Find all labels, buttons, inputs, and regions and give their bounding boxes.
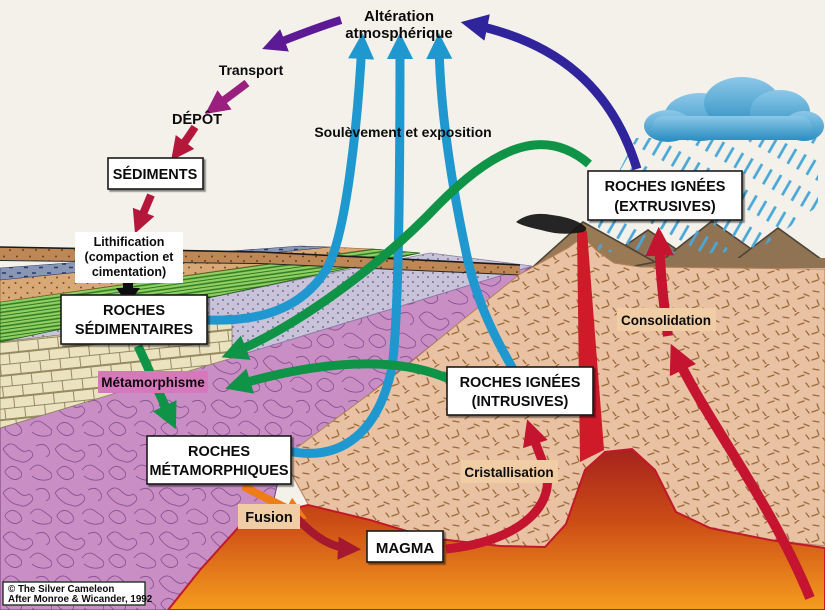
sedimentary-rocks-label-line1: ROCHES	[103, 303, 165, 319]
intrusive-igneous-label-line2: (INTRUSIVES)	[472, 394, 569, 410]
consolidation-arrow-lower	[669, 343, 815, 600]
magma-node: MAGMA	[366, 530, 444, 563]
volcano-smoke	[516, 213, 587, 234]
intrusive-igneous-node: ROCHES IGNÉES (INTRUSIVES)	[446, 366, 594, 416]
uplift-arrow-from-sedimentary	[205, 32, 375, 325]
sediments-label: SÉDIMENTS	[113, 166, 198, 183]
extrusive-to-alteration-arrow	[460, 14, 642, 171]
plain-labels: Altération atmosphérique Transport DÉPÔT…	[172, 8, 492, 140]
lithification-label-line2: (compaction et	[85, 250, 175, 264]
credit-line1: © The Silver Cameleon	[8, 584, 114, 595]
sedimentary-rocks-label-line2: SÉDIMENTAIRES	[75, 321, 193, 338]
sediments-node: SÉDIMENTS	[107, 157, 204, 190]
magma-label: MAGMA	[376, 540, 434, 557]
magma-chamber	[166, 447, 825, 610]
sedimentary-rocks-node: ROCHES SÉDIMENTAIRES	[60, 294, 208, 345]
sediments-to-lithification-arrow	[132, 193, 155, 234]
metamorphism-arrow-from-intrusive	[225, 359, 451, 394]
credit-box: © The Silver Cameleon After Monroe & Wic…	[2, 581, 153, 606]
alteration-to-transport-arrow	[262, 16, 343, 52]
metamorphic-rocks-label-line2: MÉTAMORPHIQUES	[149, 462, 288, 479]
rain-cloud	[644, 77, 824, 142]
fusion-to-magma-arrow	[292, 513, 362, 560]
lithification-label-line1: Lithification	[94, 235, 165, 249]
lithification-arrow	[116, 279, 140, 304]
metamorphisme-label: Métamorphisme	[101, 375, 205, 390]
cristallisation-highlight	[461, 460, 558, 483]
depot-to-sediments-arrow	[171, 124, 199, 161]
node-boxes: SÉDIMENTS ROCHES SÉDIMENTAIRES ROCHES MÉ…	[60, 157, 743, 563]
consolidation-label: Consolidation	[621, 313, 711, 328]
extrusive-igneous-node: ROCHES IGNÉES (EXTRUSIVES)	[587, 170, 743, 221]
fusion-highlight	[238, 504, 300, 529]
uplift-arrow-from-metamorphic	[287, 32, 414, 458]
highlight-labels: Métamorphisme Fusion Cristallisation Con…	[75, 232, 716, 529]
extrusive-igneous-label-line1: ROCHES IGNÉES	[605, 178, 726, 195]
metamorphic-rocks-label-line1: ROCHES	[188, 444, 250, 460]
cristallisation-label: Cristallisation	[464, 465, 553, 480]
metamorphisme-highlight	[98, 371, 208, 393]
alteration-label-line2: atmosphérique	[345, 25, 453, 42]
fusion-label: Fusion	[245, 510, 293, 526]
uplift-arrow-from-intrusive	[426, 32, 520, 377]
transport-label: Transport	[219, 62, 284, 78]
soulevement-label: Soulèvement et exposition	[314, 124, 491, 140]
metamorphic-rocks-node: ROCHES MÉTAMORPHIQUES	[146, 435, 292, 485]
extrusive-igneous-label-line2: (EXTRUSIVES)	[614, 199, 716, 215]
lithification-panel	[75, 232, 183, 283]
intrusive-igneous-label-line1: ROCHES IGNÉES	[460, 374, 581, 391]
consolidation-highlight	[617, 308, 716, 331]
alteration-label-line1: Altération	[364, 8, 434, 25]
metamorphism-arrow-from-extrusive	[221, 140, 592, 360]
depot-label: DÉPÔT	[172, 110, 222, 128]
lithification-label-line3: cimentation)	[92, 265, 166, 279]
credit-line2: After Monroe & Wicander, 1992	[8, 594, 153, 605]
transport-to-depot-arrow	[205, 79, 250, 114]
